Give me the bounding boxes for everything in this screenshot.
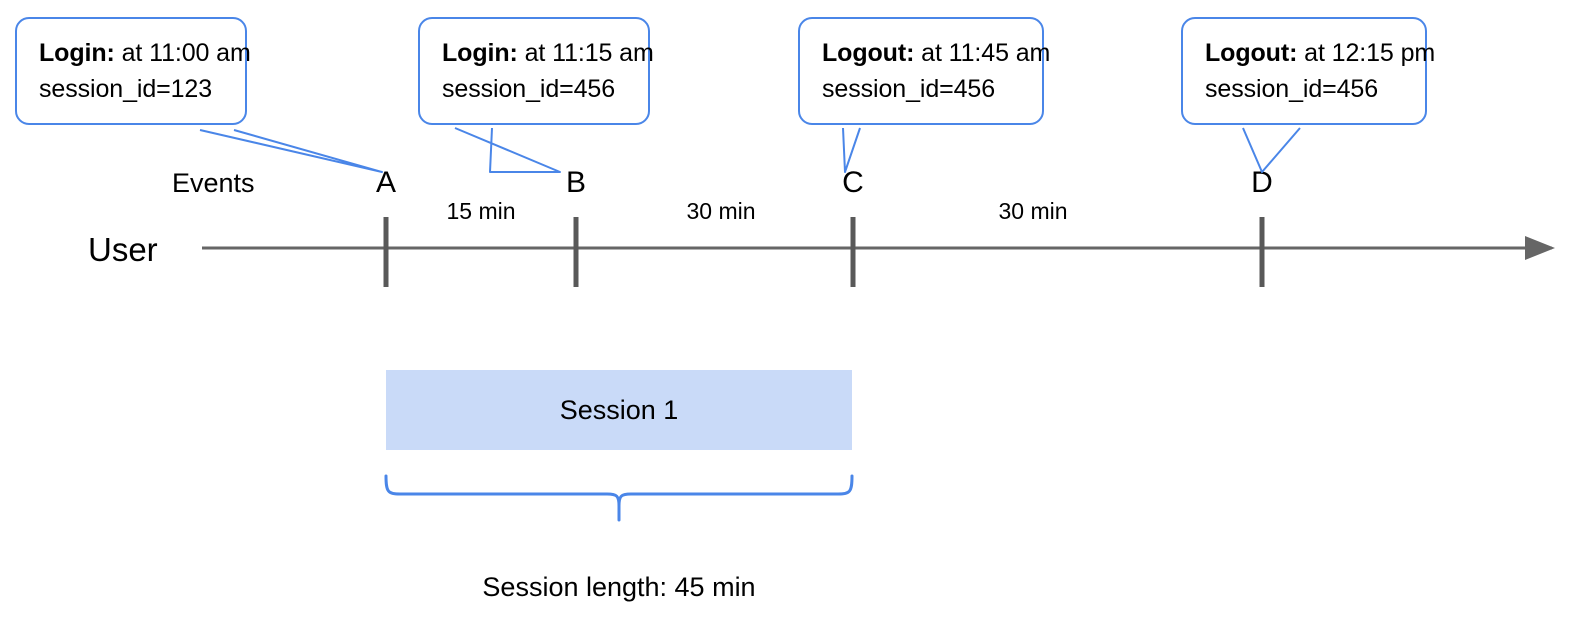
callout-tail-b [454, 127, 561, 173]
gap-label-a-b: 15 min [446, 198, 516, 224]
event-marker-b[interactable]: B [565, 166, 587, 199]
callout-bubble-d[interactable]: Logout: at 12:15 pm session_id=456 [1181, 17, 1435, 125]
session-brace [384, 474, 854, 522]
callout-d-type: Logout: [1205, 39, 1298, 67]
callout-d-line-2: session_id=456 [1205, 75, 1379, 103]
callout-b-type: Login: [442, 39, 518, 67]
session-length-label: Session length: 45 min [482, 572, 756, 602]
events-row-label: Events [172, 168, 255, 198]
callout-c-detail: at 11:45 am [921, 39, 1051, 67]
callout-c-line-1: Logout: at 11:45 am [822, 35, 1050, 71]
callout-a-line-2: session_id=123 [39, 75, 213, 103]
gap-label-b-c: 30 min [686, 198, 756, 224]
callout-b-line-2: session_id=456 [442, 75, 616, 103]
callout-tail-a [199, 129, 383, 173]
user-row-label: User [88, 231, 158, 268]
event-marker-a[interactable]: A [375, 166, 397, 199]
callout-a-type: Login: [39, 39, 115, 67]
callout-d-line-1: Logout: at 12:15 pm [1205, 35, 1435, 71]
callout-b-detail: at 11:15 am [524, 39, 654, 67]
callout-a-line-1: Login: at 11:00 am [39, 35, 251, 71]
callout-a-detail: at 11:00 am [121, 39, 251, 67]
callout-bubble-b[interactable]: Login: at 11:15 am session_id=456 [418, 17, 654, 125]
callout-c-line-2: session_id=456 [822, 75, 996, 103]
event-marker-d[interactable]: D [1251, 166, 1273, 199]
event-marker-c[interactable]: C [842, 166, 864, 199]
callout-bubble-c[interactable]: Logout: at 11:45 am session_id=456 [798, 17, 1050, 125]
session-bar-label: Session 1 [559, 394, 679, 425]
callout-d-detail: at 12:15 pm [1304, 39, 1436, 67]
session-bar[interactable]: Session 1 [386, 370, 852, 450]
callout-c-type: Logout: [822, 39, 915, 67]
callout-b-line-1: Login: at 11:15 am [442, 35, 654, 71]
gap-label-c-d: 30 min [998, 198, 1068, 224]
callout-bubble-a[interactable]: Login: at 11:00 am session_id=123 [15, 17, 251, 125]
